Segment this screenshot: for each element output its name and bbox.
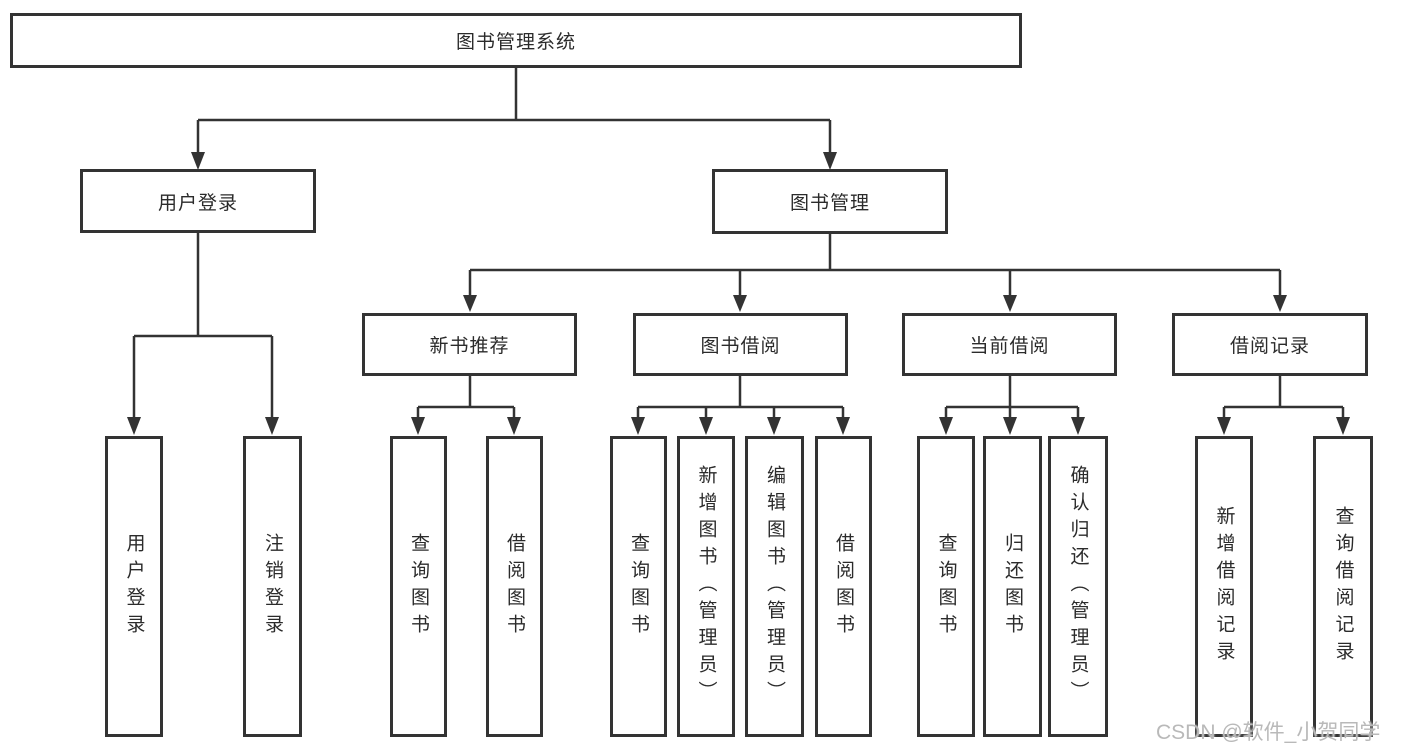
connector-current-to-leaves bbox=[944, 376, 1080, 423]
node-leaf-add-borrow-record-label: 新增借阅记录 bbox=[1213, 505, 1235, 668]
arrowhead-icon bbox=[836, 417, 850, 435]
watermark-text: CSDN @软件_小贺同学 bbox=[1156, 721, 1381, 744]
arrowhead-icon bbox=[939, 417, 953, 435]
arrowhead-icon bbox=[1217, 417, 1231, 435]
node-leaf-logout-label: 注销登录 bbox=[262, 532, 283, 641]
arrowhead-icon bbox=[463, 295, 477, 312]
node-current-borrow-label: 当前借阅 bbox=[969, 336, 1050, 357]
node-leaf-return-books-label: 归还图书 bbox=[1002, 532, 1023, 641]
node-root-label: 图书管理系统 bbox=[455, 32, 576, 53]
node-leaf-borrow-query-books-label: 查询图书 bbox=[628, 532, 649, 641]
node-root: 图书管理系统 bbox=[10, 13, 1022, 68]
arrowhead-icon bbox=[1071, 417, 1085, 435]
connector-records-to-leaves bbox=[1222, 376, 1345, 423]
connector-bookmgmt-to-level3 bbox=[468, 234, 1282, 300]
arrowhead-icon bbox=[699, 417, 713, 435]
connector-root-to-level2 bbox=[196, 68, 832, 158]
node-borrow-records: 借阅记录 bbox=[1172, 313, 1368, 376]
node-current-borrow: 当前借阅 bbox=[902, 313, 1117, 376]
node-leaf-edit-books-admin: 编辑图书（管理员） bbox=[745, 436, 804, 737]
node-user-login: 用户登录 bbox=[80, 169, 316, 233]
node-leaf-borrow-query-books: 查询图书 bbox=[610, 436, 667, 737]
arrowhead-icon bbox=[1273, 295, 1287, 312]
node-new-book-recommend-label: 新书推荐 bbox=[429, 336, 510, 357]
node-borrow-records-label: 借阅记录 bbox=[1229, 336, 1310, 357]
arrowhead-icon bbox=[1003, 417, 1017, 435]
node-leaf-user-login-label: 用户登录 bbox=[123, 532, 145, 641]
node-leaf-confirm-return-admin-label: 确认归还（管理员） bbox=[1067, 465, 1089, 708]
node-leaf-recommend-query-books: 查询图书 bbox=[390, 436, 447, 737]
node-leaf-add-books-admin: 新增图书（管理员） bbox=[677, 436, 735, 737]
node-leaf-recommend-query-books-label: 查询图书 bbox=[408, 532, 429, 641]
node-leaf-query-borrow-record: 查询借阅记录 bbox=[1313, 436, 1373, 737]
connector-recommend-to-leaves bbox=[416, 376, 516, 423]
node-user-login-label: 用户登录 bbox=[157, 192, 238, 214]
connector-borrow-to-leaves bbox=[636, 376, 845, 423]
node-book-management-label: 图书管理 bbox=[789, 193, 870, 214]
node-leaf-add-books-admin-label: 新增图书（管理员） bbox=[695, 465, 717, 708]
arrowhead-icon bbox=[823, 152, 837, 170]
node-leaf-query-borrow-record-label: 查询借阅记录 bbox=[1332, 505, 1354, 668]
node-leaf-current-query-books: 查询图书 bbox=[917, 436, 975, 737]
arrowhead-icon bbox=[1336, 417, 1350, 435]
node-leaf-recommend-borrow-books: 借阅图书 bbox=[486, 436, 543, 737]
arrowhead-icon bbox=[733, 295, 747, 312]
node-new-book-recommend: 新书推荐 bbox=[362, 313, 577, 376]
arrowhead-icon bbox=[1003, 295, 1017, 312]
node-leaf-recommend-borrow-books-label: 借阅图书 bbox=[504, 532, 525, 641]
node-leaf-edit-books-admin-label: 编辑图书（管理员） bbox=[764, 465, 785, 708]
node-leaf-logout: 注销登录 bbox=[243, 436, 302, 737]
connector-userlogin-to-leaves bbox=[132, 233, 274, 423]
node-leaf-return-books: 归还图书 bbox=[983, 436, 1042, 737]
node-leaf-user-login: 用户登录 bbox=[105, 436, 163, 737]
node-book-borrow: 图书借阅 bbox=[633, 313, 848, 376]
arrowhead-icon bbox=[631, 417, 645, 435]
node-book-management: 图书管理 bbox=[712, 169, 948, 234]
node-leaf-add-borrow-record: 新增借阅记录 bbox=[1195, 436, 1253, 737]
arrowhead-icon bbox=[265, 417, 279, 435]
node-leaf-borrow-books: 借阅图书 bbox=[815, 436, 872, 737]
node-leaf-confirm-return-admin: 确认归还（管理员） bbox=[1048, 436, 1108, 737]
arrowhead-icon bbox=[767, 417, 781, 435]
arrowhead-icon bbox=[507, 417, 521, 435]
node-book-borrow-label: 图书借阅 bbox=[700, 336, 781, 357]
node-leaf-borrow-books-label: 借阅图书 bbox=[833, 532, 854, 641]
arrowhead-icon bbox=[127, 417, 141, 435]
arrowhead-icon bbox=[191, 152, 205, 170]
arrowheads bbox=[127, 152, 1350, 435]
arrowhead-icon bbox=[411, 417, 425, 435]
node-leaf-current-query-books-label: 查询图书 bbox=[935, 532, 957, 641]
